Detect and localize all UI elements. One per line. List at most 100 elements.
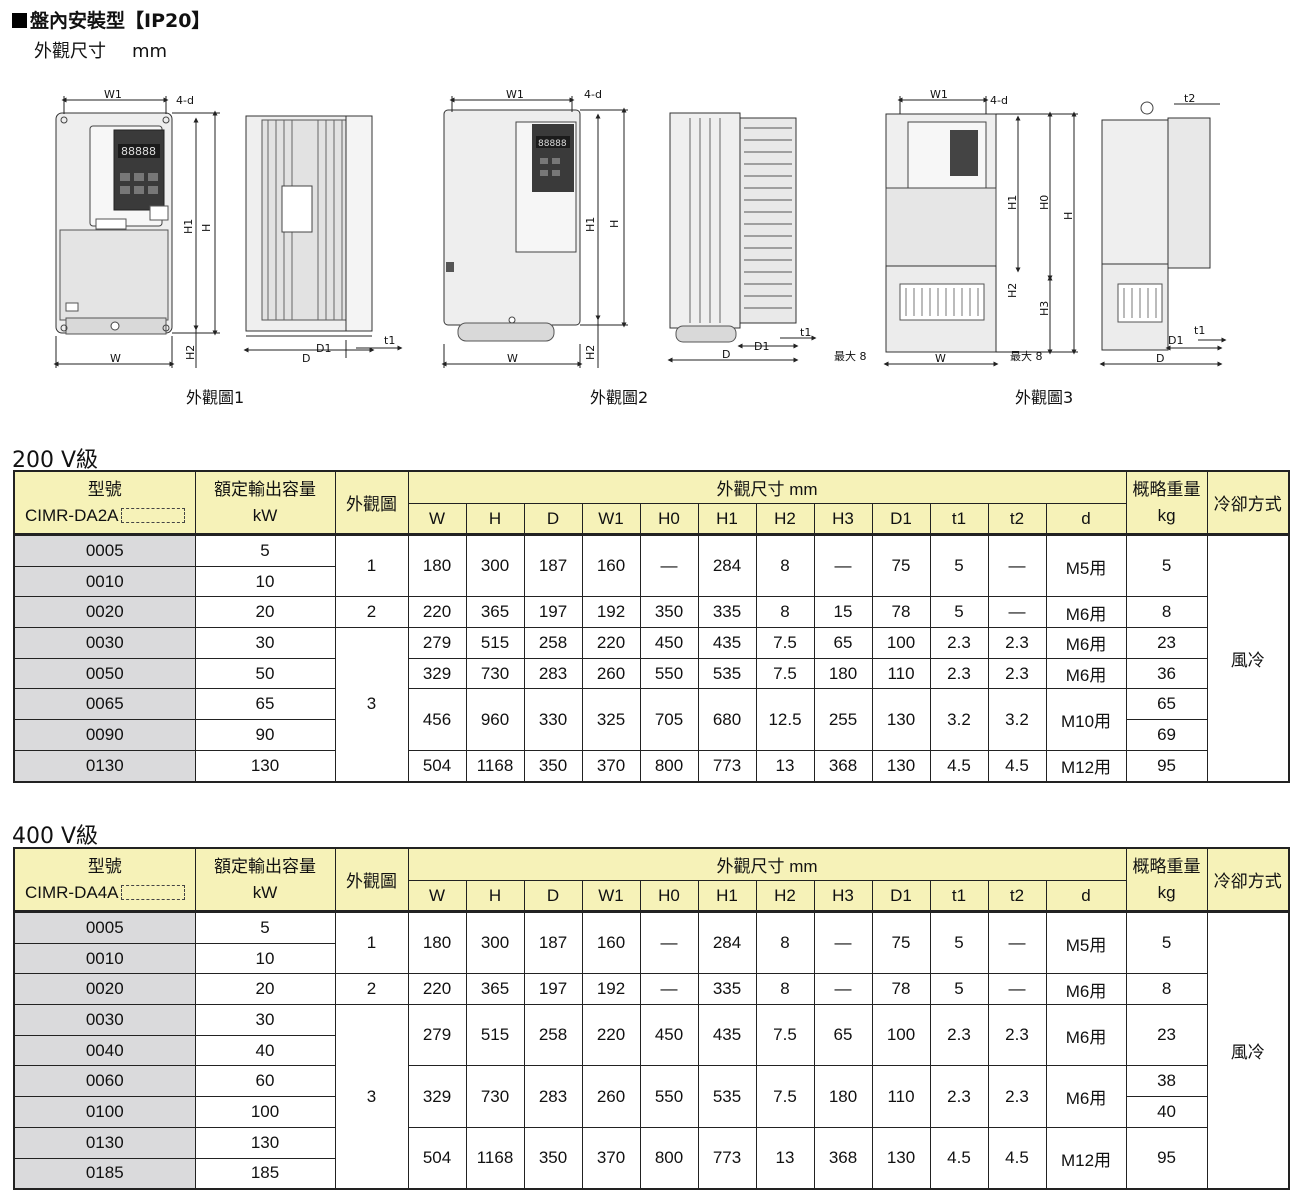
fig1-t1-label: t1 bbox=[384, 334, 395, 347]
dim-cell: 2.3 bbox=[987, 657, 1047, 690]
weight-cell: 95 bbox=[1125, 1126, 1208, 1190]
header-dim: D1 bbox=[871, 880, 931, 912]
dim-cell: 2.3 bbox=[987, 1004, 1047, 1067]
dim-cell: 335 bbox=[697, 596, 757, 629]
dim-cell: 535 bbox=[697, 1065, 757, 1128]
weight-cell: 69 bbox=[1125, 719, 1208, 751]
dim-cell: 15 bbox=[813, 596, 873, 629]
dim-cell: 435 bbox=[697, 627, 757, 659]
kw-cell: 40 bbox=[194, 1034, 336, 1067]
dim-cell: 260 bbox=[581, 657, 641, 690]
kw-cell: 90 bbox=[194, 719, 336, 751]
dim-cell: 220 bbox=[581, 627, 641, 659]
model-cell: 0010 bbox=[13, 565, 196, 598]
model-cell: 0090 bbox=[13, 719, 196, 751]
header-dim: D bbox=[523, 880, 583, 912]
dim-cell: 100 bbox=[871, 627, 931, 659]
dim-cell: — bbox=[813, 533, 873, 598]
display-digits: 88888 bbox=[121, 145, 156, 158]
header-dim: t1 bbox=[929, 503, 989, 535]
model-cell: 0030 bbox=[13, 627, 196, 659]
header-cooling: 冷卻方式 bbox=[1206, 847, 1290, 912]
dim-cell: 550 bbox=[639, 657, 699, 690]
weight-cell: 8 bbox=[1125, 596, 1208, 629]
svg-text:H2: H2 bbox=[584, 345, 597, 360]
svg-text:D: D bbox=[722, 348, 730, 361]
dim-cell: 2.3 bbox=[987, 627, 1047, 659]
dim-cell: 8 bbox=[755, 910, 815, 975]
table-row: 0020 20 2 220 365 197 192 — 335 8 — 78 5… bbox=[13, 973, 1289, 1006]
dim-cell: 110 bbox=[871, 1065, 931, 1128]
dim-cell: 260 bbox=[581, 1065, 641, 1128]
dim-cell: 78 bbox=[871, 596, 931, 629]
dim-cell: 220 bbox=[581, 1004, 641, 1067]
table-row: 0030 30 3 279 515 258 220 450 435 7.5 65… bbox=[13, 1004, 1289, 1190]
header-dim: H3 bbox=[813, 880, 873, 912]
kw-cell: 30 bbox=[194, 1004, 336, 1036]
dim-cell: 368 bbox=[813, 1126, 873, 1190]
dim-cell: 350 bbox=[523, 1126, 583, 1190]
dim-cell: 370 bbox=[581, 749, 641, 783]
dim-cell: 515 bbox=[465, 627, 525, 659]
dim-cell: 550 bbox=[639, 1065, 699, 1128]
dim-cell: 65 bbox=[813, 627, 873, 659]
svg-text:4-d: 4-d bbox=[584, 88, 602, 101]
weight-cell: 5 bbox=[1125, 533, 1208, 598]
table-row: 0090 90 69 bbox=[13, 719, 1289, 751]
weight-cell: 23 bbox=[1125, 1004, 1208, 1067]
table-row: 0130 130 504 1168 350 370 800 773 13 368… bbox=[13, 1126, 1289, 1190]
svg-text:H1: H1 bbox=[1006, 195, 1019, 210]
dim-cell: M6用 bbox=[1045, 627, 1127, 659]
kw-cell: 30 bbox=[194, 627, 336, 659]
page-header: 盤內安裝型【IP20】 bbox=[12, 6, 210, 33]
fig1-h1-label: H1 bbox=[182, 219, 195, 234]
dim-cell: M12用 bbox=[1045, 749, 1127, 783]
dim-cell: 255 bbox=[813, 688, 873, 751]
table-row: 0020 20 2 220 365 197 192 350 335 8 15 7… bbox=[13, 596, 1289, 629]
dim-cell: 13 bbox=[755, 1126, 815, 1190]
header-dim: H1 bbox=[697, 503, 757, 535]
weight-cell: 65 bbox=[1125, 688, 1208, 721]
fig1-h-label: H bbox=[200, 224, 213, 232]
dim-cell: 535 bbox=[697, 657, 757, 690]
svg-text:H3: H3 bbox=[1038, 301, 1051, 316]
table-400v-title: 400 V級 bbox=[12, 824, 99, 849]
figure3-side: t2 D D1 t1 bbox=[1099, 92, 1227, 367]
dim-cell: 730 bbox=[465, 657, 525, 690]
table-row: 0100 100 40 bbox=[13, 1096, 1289, 1128]
dim-cell: — bbox=[813, 910, 873, 975]
dim-cell: M5用 bbox=[1045, 533, 1127, 598]
svg-text:W: W bbox=[935, 352, 946, 365]
dim-cell: 8 bbox=[755, 533, 815, 598]
dim-cell: 450 bbox=[639, 1004, 699, 1067]
dim-cell: 7.5 bbox=[755, 657, 815, 690]
dim-cell: — bbox=[639, 533, 699, 598]
dim-cell: 5 bbox=[929, 973, 989, 1006]
kw-cell: 130 bbox=[194, 1126, 336, 1159]
figure-cell: 3 bbox=[334, 627, 409, 782]
model-cell: 0040 bbox=[13, 1034, 196, 1067]
dim-cell: 456 bbox=[407, 688, 467, 751]
dim-cell: 705 bbox=[639, 688, 699, 751]
figure1-caption: 外觀圖1 bbox=[186, 388, 245, 407]
dim-cell: 4.5 bbox=[987, 1126, 1047, 1190]
figure-cell: 3 bbox=[334, 1004, 409, 1190]
weight-cell: 40 bbox=[1125, 1096, 1208, 1128]
dim-cell: 368 bbox=[813, 749, 873, 783]
header-cooling: 冷卻方式 bbox=[1206, 470, 1290, 535]
header-dim: d bbox=[1045, 880, 1127, 912]
table-row: 0030 30 3 279 515 258 220 450 435 7.5 65… bbox=[13, 627, 1289, 782]
dim-cell: 283 bbox=[523, 657, 583, 690]
dim-cell: 284 bbox=[697, 910, 757, 975]
svg-text:H1: H1 bbox=[584, 217, 597, 232]
dim-cell: 130 bbox=[871, 688, 931, 751]
dim-cell: — bbox=[813, 973, 873, 1006]
dim-cell: M5用 bbox=[1045, 910, 1127, 975]
dim-cell: 2.3 bbox=[987, 1065, 1047, 1128]
dim-cell: — bbox=[987, 973, 1047, 1006]
svg-text:W1: W1 bbox=[506, 88, 524, 101]
table-row: 0130 130 504 1168 350 370 800 773 13 368… bbox=[13, 749, 1289, 783]
